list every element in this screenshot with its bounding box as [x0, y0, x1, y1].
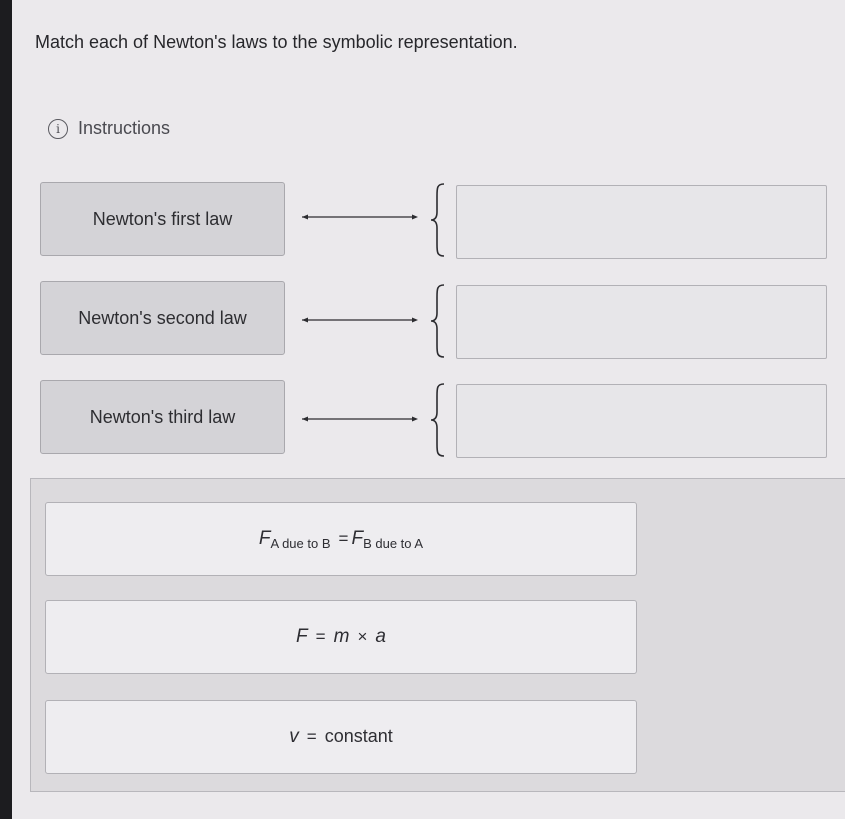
answer-card-second-law-formula[interactable]: F = m × a	[45, 600, 637, 674]
instructions-toggle[interactable]: i Instructions	[48, 118, 170, 139]
answer-card-third-law-formula[interactable]: FA due to B =FB due to A	[45, 502, 637, 576]
law-third[interactable]: Newton's third law	[40, 380, 285, 454]
brace-icon	[430, 183, 445, 257]
formula: FA due to B =FB due to A	[258, 528, 424, 551]
answer-card-first-law-formula[interactable]: v = constant	[45, 700, 637, 774]
instructions-label: Instructions	[78, 118, 171, 138]
law-first[interactable]: Newton's first law	[40, 182, 285, 256]
info-icon: i	[48, 118, 68, 139]
drop-target-third-law[interactable]	[456, 384, 827, 458]
drop-target-second-law[interactable]	[456, 285, 827, 359]
connector-arrow-icon	[302, 416, 418, 422]
formula: v = constant	[289, 726, 393, 747]
question-text: Match each of Newton's laws to the symbo…	[35, 32, 518, 52]
brace-icon	[430, 383, 445, 457]
brace-icon	[430, 284, 445, 358]
law-second[interactable]: Newton's second law	[40, 281, 285, 355]
drop-target-first-law[interactable]	[456, 185, 827, 259]
connector-arrow-icon	[302, 317, 418, 323]
connector-arrow-icon	[302, 214, 418, 220]
window-edge	[0, 0, 12, 819]
formula: F = m × a	[296, 626, 386, 647]
